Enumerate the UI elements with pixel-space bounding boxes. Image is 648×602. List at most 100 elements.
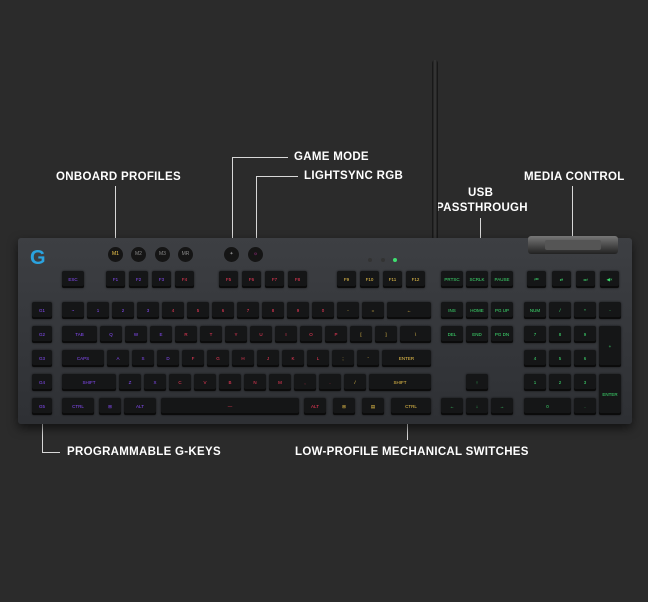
key[interactable]: 8 bbox=[262, 302, 284, 319]
key[interactable]: F1 bbox=[106, 271, 125, 288]
key[interactable]: 7 bbox=[524, 326, 546, 343]
key[interactable]: ALT bbox=[304, 398, 326, 415]
key[interactable]: SCRLK bbox=[466, 271, 488, 288]
key[interactable]: X bbox=[144, 374, 166, 391]
key[interactable]: 9 bbox=[574, 326, 596, 343]
key[interactable]: ⏮ bbox=[527, 271, 546, 288]
key[interactable]: INS bbox=[441, 302, 463, 319]
key[interactable]: E bbox=[150, 326, 172, 343]
key[interactable]: / bbox=[549, 302, 571, 319]
game-mode-button[interactable]: ✦ bbox=[224, 247, 239, 262]
key[interactable]: ⏯ bbox=[552, 271, 571, 288]
key[interactable]: 5 bbox=[549, 350, 571, 367]
key[interactable]: CAPS bbox=[62, 350, 104, 367]
key[interactable]: F12 bbox=[406, 271, 425, 288]
key[interactable]: ENTER bbox=[382, 350, 431, 367]
key[interactable]: ⊞ bbox=[99, 398, 121, 415]
key[interactable]: W bbox=[125, 326, 147, 343]
volume-roller[interactable] bbox=[545, 240, 601, 250]
key[interactable]: 0 bbox=[312, 302, 334, 319]
g-key-5[interactable]: G5 bbox=[32, 398, 52, 415]
key[interactable]: V bbox=[194, 374, 216, 391]
key[interactable]: / bbox=[344, 374, 366, 391]
key[interactable]: PG UP bbox=[491, 302, 513, 319]
key[interactable]: M bbox=[269, 374, 291, 391]
profile-key-m1[interactable]: M1 bbox=[108, 247, 123, 262]
profile-key-mr[interactable]: MR bbox=[178, 247, 193, 262]
key[interactable]: PRTSC bbox=[441, 271, 463, 288]
key[interactable]: ENTER bbox=[599, 374, 621, 415]
key[interactable]: PAUSE bbox=[491, 271, 513, 288]
key[interactable]: - bbox=[599, 302, 621, 319]
key[interactable]: — bbox=[161, 398, 299, 415]
key[interactable]: D bbox=[157, 350, 179, 367]
key[interactable]: = bbox=[362, 302, 384, 319]
key[interactable]: 6 bbox=[212, 302, 234, 319]
key[interactable]: . bbox=[574, 398, 596, 415]
key[interactable]: O bbox=[300, 326, 322, 343]
key[interactable]: ↑ bbox=[466, 374, 488, 391]
key[interactable]: 3 bbox=[137, 302, 159, 319]
key[interactable]: A bbox=[107, 350, 129, 367]
key[interactable]: ⏭ bbox=[576, 271, 595, 288]
key[interactable]: C bbox=[169, 374, 191, 391]
key[interactable]: ESC bbox=[62, 271, 84, 288]
key[interactable]: ← bbox=[441, 398, 463, 415]
key[interactable]: ⊞ bbox=[333, 398, 355, 415]
key[interactable]: 6 bbox=[574, 350, 596, 367]
key[interactable]: ← bbox=[387, 302, 431, 319]
key[interactable]: DEL bbox=[441, 326, 463, 343]
profile-key-m2[interactable]: M2 bbox=[131, 247, 146, 262]
key[interactable]: F10 bbox=[360, 271, 379, 288]
key[interactable]: U bbox=[250, 326, 272, 343]
key[interactable]: 7 bbox=[237, 302, 259, 319]
key[interactable]: H bbox=[232, 350, 254, 367]
key[interactable]: ] bbox=[375, 326, 397, 343]
key[interactable]: I bbox=[275, 326, 297, 343]
key[interactable]: PG DN bbox=[491, 326, 513, 343]
key[interactable]: 2 bbox=[549, 374, 571, 391]
key[interactable]: F2 bbox=[129, 271, 148, 288]
key[interactable]: ◀× bbox=[600, 271, 619, 288]
key[interactable]: 3 bbox=[574, 374, 596, 391]
key[interactable]: N bbox=[244, 374, 266, 391]
key[interactable]: 5 bbox=[187, 302, 209, 319]
key[interactable]: , bbox=[294, 374, 316, 391]
key[interactable]: F9 bbox=[337, 271, 356, 288]
key[interactable]: P bbox=[325, 326, 347, 343]
key[interactable]: SHIFT bbox=[369, 374, 431, 391]
key[interactable]: 9 bbox=[287, 302, 309, 319]
key[interactable]: [ bbox=[350, 326, 372, 343]
key[interactable]: T bbox=[200, 326, 222, 343]
key[interactable]: F bbox=[182, 350, 204, 367]
key[interactable]: F3 bbox=[152, 271, 171, 288]
key[interactable]: 1 bbox=[524, 374, 546, 391]
key[interactable]: + bbox=[599, 326, 621, 367]
key[interactable]: ~ bbox=[62, 302, 84, 319]
g-key-3[interactable]: G3 bbox=[32, 350, 52, 367]
key[interactable]: Y bbox=[225, 326, 247, 343]
key[interactable]: * bbox=[574, 302, 596, 319]
key[interactable]: 1 bbox=[87, 302, 109, 319]
key[interactable]: 8 bbox=[549, 326, 571, 343]
key[interactable]: ; bbox=[332, 350, 354, 367]
key[interactable]: S bbox=[132, 350, 154, 367]
key[interactable]: Z bbox=[119, 374, 141, 391]
key[interactable]: ▤ bbox=[362, 398, 384, 415]
g-key-1[interactable]: G1 bbox=[32, 302, 52, 319]
profile-key-m3[interactable]: M3 bbox=[155, 247, 170, 262]
key[interactable]: ' bbox=[357, 350, 379, 367]
key[interactable]: ALT bbox=[124, 398, 156, 415]
key[interactable]: J bbox=[257, 350, 279, 367]
lightsync-brightness-button[interactable]: ☼ bbox=[248, 247, 263, 262]
key[interactable]: HOME bbox=[466, 302, 488, 319]
key[interactable]: F5 bbox=[219, 271, 238, 288]
key[interactable]: 2 bbox=[112, 302, 134, 319]
key[interactable]: F4 bbox=[175, 271, 194, 288]
key[interactable]: SHIFT bbox=[62, 374, 116, 391]
key[interactable]: 0 bbox=[524, 398, 571, 415]
key[interactable]: → bbox=[491, 398, 513, 415]
key[interactable]: K bbox=[282, 350, 304, 367]
key[interactable]: F6 bbox=[242, 271, 261, 288]
key[interactable]: ↓ bbox=[466, 398, 488, 415]
